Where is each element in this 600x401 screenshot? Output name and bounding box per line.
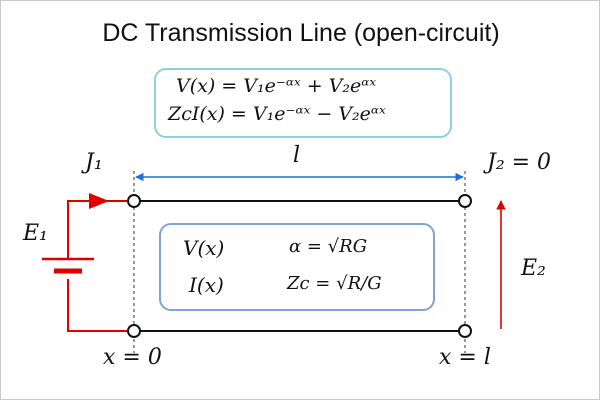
current-arrow (89, 193, 109, 209)
current-function: I(x) (189, 273, 224, 297)
j1-label: J₁ (85, 150, 103, 175)
line-parameters-box: V(x) I(x) α = √RG Zc = √R/G (159, 223, 435, 311)
x-zero-label: x = 0 (103, 345, 162, 370)
alpha-definition: α = √RG (289, 236, 368, 257)
x-l-label: x = l (439, 345, 491, 370)
node-top-right (458, 194, 472, 208)
source-wire (67, 200, 128, 259)
node-top-left (127, 194, 141, 208)
voltage-function: V(x) (183, 236, 225, 260)
source-return-wire (67, 279, 128, 332)
zc-definition: Zc = √R/G (287, 273, 382, 294)
e2-label: E₂ (521, 256, 546, 281)
e1-label: E₁ (23, 221, 48, 246)
slide-title: DC Transmission Line (open-circuit) (102, 19, 500, 47)
node-bottom-left (127, 324, 141, 338)
voltage-equation: V(x) = V₁e⁻ᵅˣ + V₂eᵅˣ (176, 75, 377, 97)
current-equation: ZcI(x) = V₁e⁻ᵅˣ − V₂eᵅˣ (168, 103, 386, 125)
j2-label: J₂ = 0 (487, 150, 552, 175)
line-equations-box: V(x) = V₁e⁻ᵅˣ + V₂eᵅˣ ZcI(x) = V₁e⁻ᵅˣ − … (154, 68, 452, 138)
length-label: l (293, 143, 301, 168)
node-bottom-right (458, 324, 472, 338)
